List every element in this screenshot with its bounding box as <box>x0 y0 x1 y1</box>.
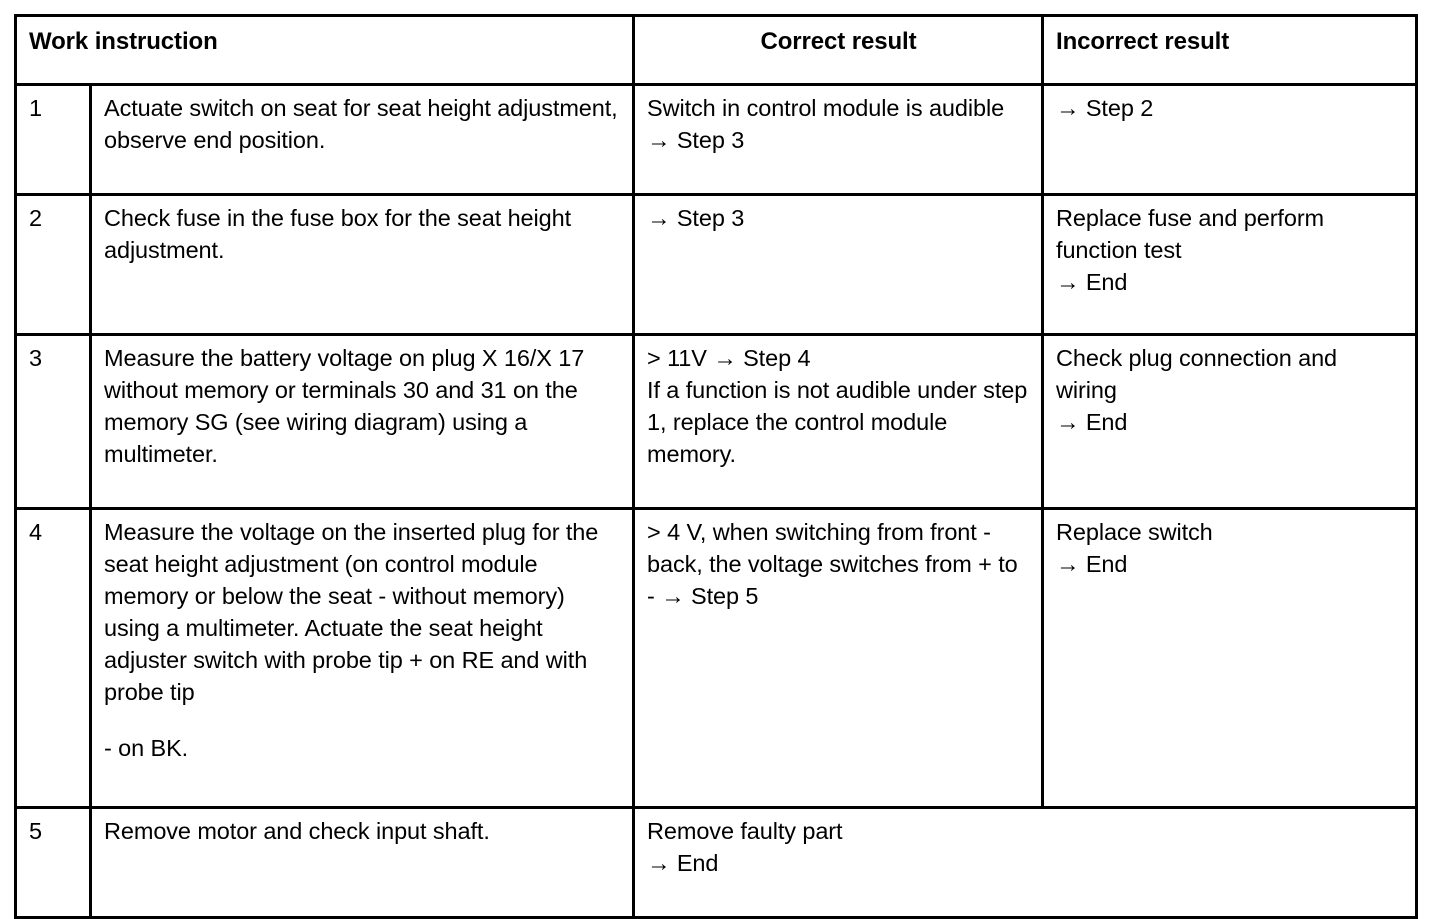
table-row-step-4: 4 Measure the voltage on the inserted pl… <box>14 507 1419 809</box>
step-number-1: 1 <box>14 83 92 196</box>
step-number-4: 4 <box>14 507 92 809</box>
column-header-correct-result: Correct result <box>632 14 1045 86</box>
document-page: Work instruction Correct result Incorrec… <box>13 14 1419 919</box>
step-correct-result-3: > 11V → Step 4 If a function is not audi… <box>632 333 1045 510</box>
table-row-step-5: 5 Remove motor and check input shaft. Re… <box>14 806 1419 919</box>
correct-result-5-line-1: Remove faulty part <box>647 818 843 844</box>
step-number-5: 5 <box>14 806 92 919</box>
table-header-row: Work instruction Correct result Incorrec… <box>13 14 1419 86</box>
step-instruction-4: Measure the voltage on the inserted plug… <box>88 507 636 809</box>
column-header-incorrect-result: Incorrect result <box>1041 14 1419 86</box>
incorrect-result-2-line-1: Replace fuse and perform function test <box>1056 205 1325 263</box>
step-correct-result-5: Remove faulty part → End <box>632 806 1419 919</box>
step-number-2: 2 <box>14 193 92 336</box>
work-instruction-table: Work instruction Correct result Incorrec… <box>13 14 1419 919</box>
step-incorrect-result-4: Replace switch → End <box>1041 507 1419 809</box>
incorrect-result-2-line-2: → End <box>1056 268 1128 295</box>
incorrect-result-4-line-1: Replace switch <box>1056 519 1213 545</box>
incorrect-result-3-line-1: Check plug connection and wiring <box>1056 345 1338 403</box>
step-instruction-2: Check fuse in the fuse box for the seat … <box>88 193 636 336</box>
step-instruction-5: Remove motor and check input shaft. <box>88 806 636 919</box>
instruction-4-paragraph-1: Measure the voltage on the inserted plug… <box>104 519 599 705</box>
table-row-step-3: 3 Measure the battery voltage on plug X … <box>14 333 1419 510</box>
step-instruction-1: Actuate switch on seat for seat height a… <box>88 83 636 196</box>
step-incorrect-result-2: Replace fuse and perform function test →… <box>1041 193 1419 336</box>
step-incorrect-result-1: → Step 2 <box>1041 83 1419 196</box>
step-correct-result-4: > 4 V, when switching from front - back,… <box>632 507 1045 809</box>
incorrect-result-4-line-2: → End <box>1056 550 1128 577</box>
column-header-work-instruction: Work instruction <box>13 14 636 86</box>
step-correct-result-2: → Step 3 <box>632 193 1045 336</box>
correct-result-3-line-2: If a function is not audible under step … <box>647 376 1028 467</box>
correct-result-5-line-2: → End <box>647 849 719 876</box>
table-row-step-1: 1 Actuate switch on seat for seat height… <box>14 83 1419 196</box>
table-row-step-2: 2 Check fuse in the fuse box for the sea… <box>14 193 1419 336</box>
step-instruction-3: Measure the battery voltage on plug X 16… <box>88 333 636 510</box>
step-incorrect-result-3: Check plug connection and wiring → End <box>1041 333 1419 510</box>
incorrect-result-3-line-2: → End <box>1056 408 1128 435</box>
step-number-3: 3 <box>14 333 92 510</box>
correct-result-3-line-1: > 11V → Step 4 <box>647 345 811 371</box>
step-correct-result-1: Switch in control module is audible → St… <box>632 83 1045 196</box>
instruction-4-paragraph-2: - on BK. <box>104 735 189 762</box>
